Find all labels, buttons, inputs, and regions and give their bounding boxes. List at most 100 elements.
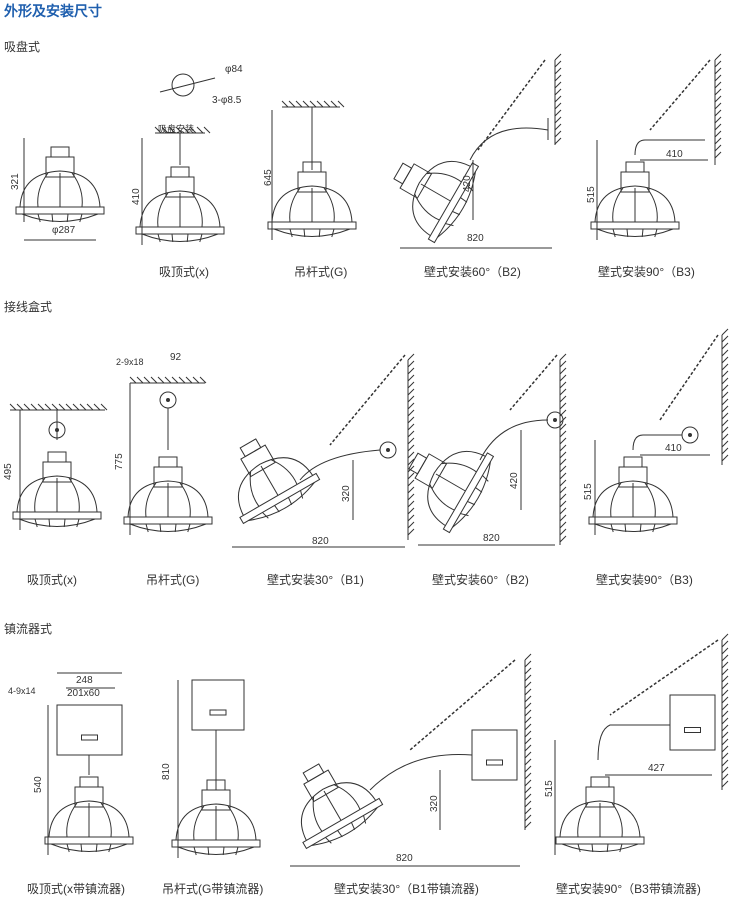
guard-bar	[187, 523, 191, 533]
ceiling-hatch	[199, 376, 207, 384]
guard-bar	[619, 843, 623, 853]
wall-hatch	[714, 81, 722, 89]
guard-bar	[591, 843, 594, 853]
wall-hatch	[721, 689, 729, 697]
wall-hatch	[407, 367, 415, 375]
lamp-flange	[15, 206, 105, 215]
lamp-rib	[435, 473, 466, 492]
wall-hatch	[407, 493, 415, 501]
wall-hatch	[407, 388, 415, 396]
guard-bar	[482, 475, 489, 482]
guard-bar	[66, 213, 69, 223]
dim-label: 410	[665, 443, 682, 454]
chain	[609, 639, 719, 716]
guard-bar	[289, 228, 293, 238]
wall-hatch	[407, 444, 415, 452]
guard-bar	[159, 523, 162, 533]
guard-bar	[207, 846, 210, 856]
wall-hatch	[407, 458, 415, 466]
caption: 壁式安装30°（B1)	[267, 573, 364, 587]
wall-hatch	[721, 328, 729, 336]
wall-hatch	[559, 381, 567, 389]
dim-label: 515	[583, 483, 594, 500]
wall-hatch	[721, 745, 729, 753]
chain	[477, 59, 546, 151]
lamp-fixture	[267, 161, 357, 238]
guard-bar	[287, 497, 293, 505]
wall-hatch	[407, 451, 415, 459]
dim-label: 427	[648, 763, 665, 774]
wall-hatch	[559, 479, 567, 487]
wall-hatch	[721, 717, 729, 725]
guard-bar	[66, 843, 70, 853]
wall-hatch	[407, 472, 415, 480]
ceiling-hatch	[337, 100, 345, 108]
ceiling-hatch	[185, 376, 193, 384]
dim-label: 820	[467, 233, 484, 244]
lamp-rib	[249, 471, 260, 507]
wall-hatch	[524, 821, 532, 829]
lamp-flange	[44, 836, 134, 845]
wall-hatch	[524, 758, 532, 766]
guard-bar	[186, 233, 189, 243]
guard-bar	[612, 228, 616, 238]
lamp-rib	[334, 784, 361, 810]
lamp-rib	[323, 790, 342, 821]
lamp-fixture	[15, 146, 105, 223]
wall-hatch	[524, 793, 532, 801]
guard-bar	[610, 523, 614, 533]
guard-bar	[641, 228, 644, 238]
guard-bar	[626, 228, 629, 238]
guard-bar	[318, 228, 321, 238]
guard-bar	[171, 233, 174, 243]
ballast-box	[669, 694, 716, 751]
lamp-housing	[303, 769, 339, 803]
lamp-dome	[559, 800, 641, 838]
wall-hatch	[407, 416, 415, 424]
lamp-flange	[267, 221, 357, 230]
lamp-rib	[611, 802, 623, 838]
wall-hatch	[554, 53, 562, 61]
wall-hatch	[714, 123, 722, 131]
wall-hatch	[721, 703, 729, 711]
lamp-arm	[469, 127, 549, 161]
ceiling-hatch	[100, 403, 108, 411]
lamp-fixture	[237, 438, 321, 525]
wall-hatch	[721, 710, 729, 718]
section-label-junction-box: 接线盒式	[4, 300, 53, 314]
lamp-flange	[590, 221, 680, 230]
wall-hatch	[407, 437, 415, 445]
section-label-ballast: 镇流器式	[4, 622, 53, 636]
guard-bar	[445, 223, 454, 227]
ceiling-hatch	[189, 126, 197, 134]
dim-label: 820	[483, 533, 500, 544]
dim-label: 775	[114, 453, 125, 470]
chain	[409, 659, 516, 751]
lamp-rib	[37, 172, 49, 208]
wall-hatch	[714, 151, 722, 159]
lamp-rib	[193, 805, 205, 841]
lamp-housing	[399, 163, 433, 199]
lamp-fixture	[12, 451, 102, 528]
dim-label: 201x60	[67, 688, 100, 699]
wall-hatch	[559, 402, 567, 410]
wall-hatch	[554, 60, 562, 68]
lamp-cap	[590, 776, 610, 788]
guard-bar	[37, 213, 41, 223]
guard-bar	[325, 837, 332, 844]
dim-label: 820	[396, 853, 413, 864]
dim-label: 515	[544, 780, 555, 797]
ceiling-hatch	[136, 376, 144, 384]
lamp-guard	[452, 461, 491, 528]
lamp-guard	[177, 846, 255, 855]
wall-hatch	[714, 116, 722, 124]
dim-label: 92	[170, 352, 182, 363]
wall-hatch	[559, 500, 567, 508]
wall-hatch	[524, 723, 532, 731]
wall-hatch	[714, 74, 722, 82]
ceiling-hatch	[171, 376, 179, 384]
lamp-flange	[239, 472, 321, 525]
wall-hatch	[559, 521, 567, 529]
lamp-fixture	[171, 779, 261, 856]
wall-hatch	[721, 731, 729, 739]
